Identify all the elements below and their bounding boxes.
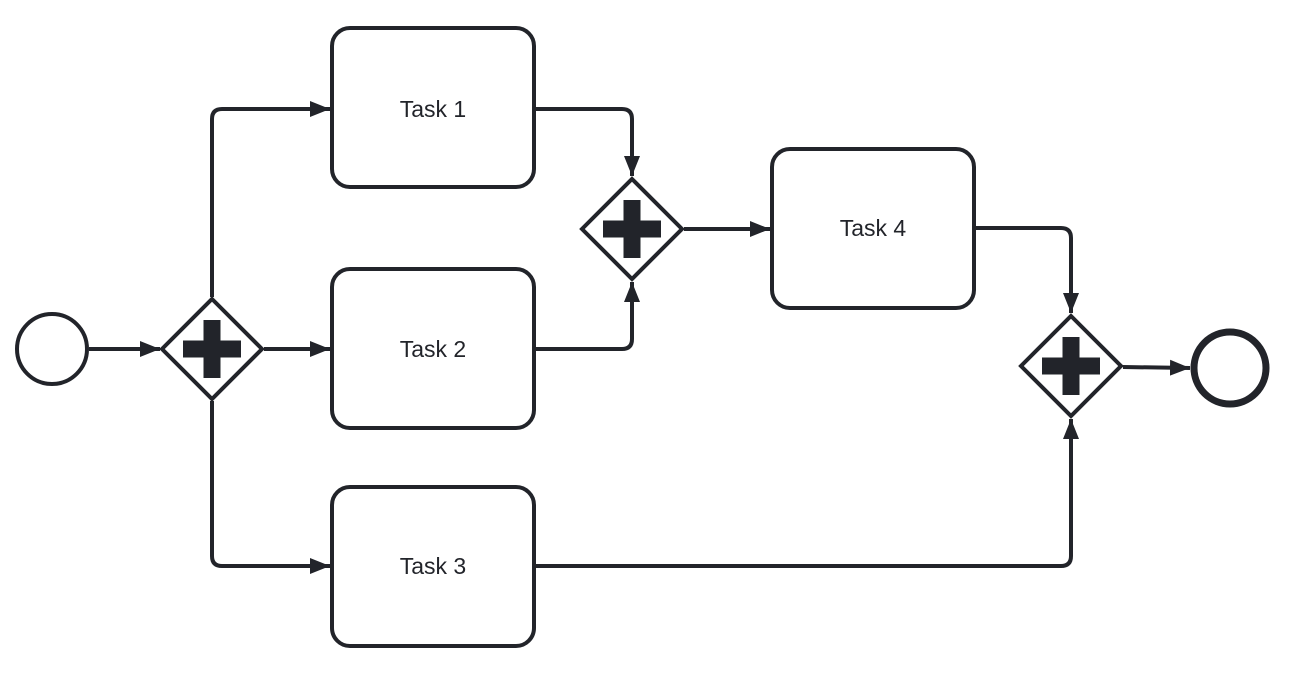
- flow-join2-to-end: [1122, 359, 1191, 376]
- flow-split-to-task1: [210, 101, 330, 297]
- flow-task1-to-join1: [536, 107, 640, 176]
- parallel-plus-icon: [603, 200, 661, 258]
- task-3[interactable]: Task 3: [330, 485, 536, 648]
- task-1-box: [330, 26, 536, 189]
- task-4[interactable]: Task 4: [770, 147, 976, 310]
- end-event[interactable]: [1190, 328, 1270, 408]
- sequence-flows: [89, 101, 1191, 574]
- flow-task4-to-join2: [975, 226, 1079, 313]
- task-2-label: Task 2: [400, 336, 466, 362]
- parallel-gateway-join-1[interactable]: [579, 176, 685, 282]
- parallel-gateway-split[interactable]: [159, 296, 265, 402]
- parallel-plus-icon: [183, 320, 241, 378]
- flow-split-to-task3: [210, 401, 330, 574]
- task-3-box: [330, 485, 536, 648]
- flow-task3-to-join2: [536, 419, 1079, 568]
- task-4-box: [770, 147, 976, 310]
- end-event-circle: [1190, 328, 1270, 408]
- task-4-label: Task 4: [840, 215, 907, 241]
- task-3-label: Task 3: [400, 553, 466, 579]
- flow-task2-to-join1: [536, 282, 640, 351]
- task-2-box: [330, 267, 536, 430]
- start-event[interactable]: [15, 312, 89, 386]
- task-1[interactable]: Task 1: [330, 26, 536, 189]
- parallel-plus-icon: [1042, 337, 1100, 395]
- task-1-label: Task 1: [400, 96, 466, 122]
- parallel-gateway-join-2[interactable]: [1018, 313, 1124, 419]
- start-event-circle: [15, 312, 89, 386]
- task-2[interactable]: Task 2: [330, 267, 536, 430]
